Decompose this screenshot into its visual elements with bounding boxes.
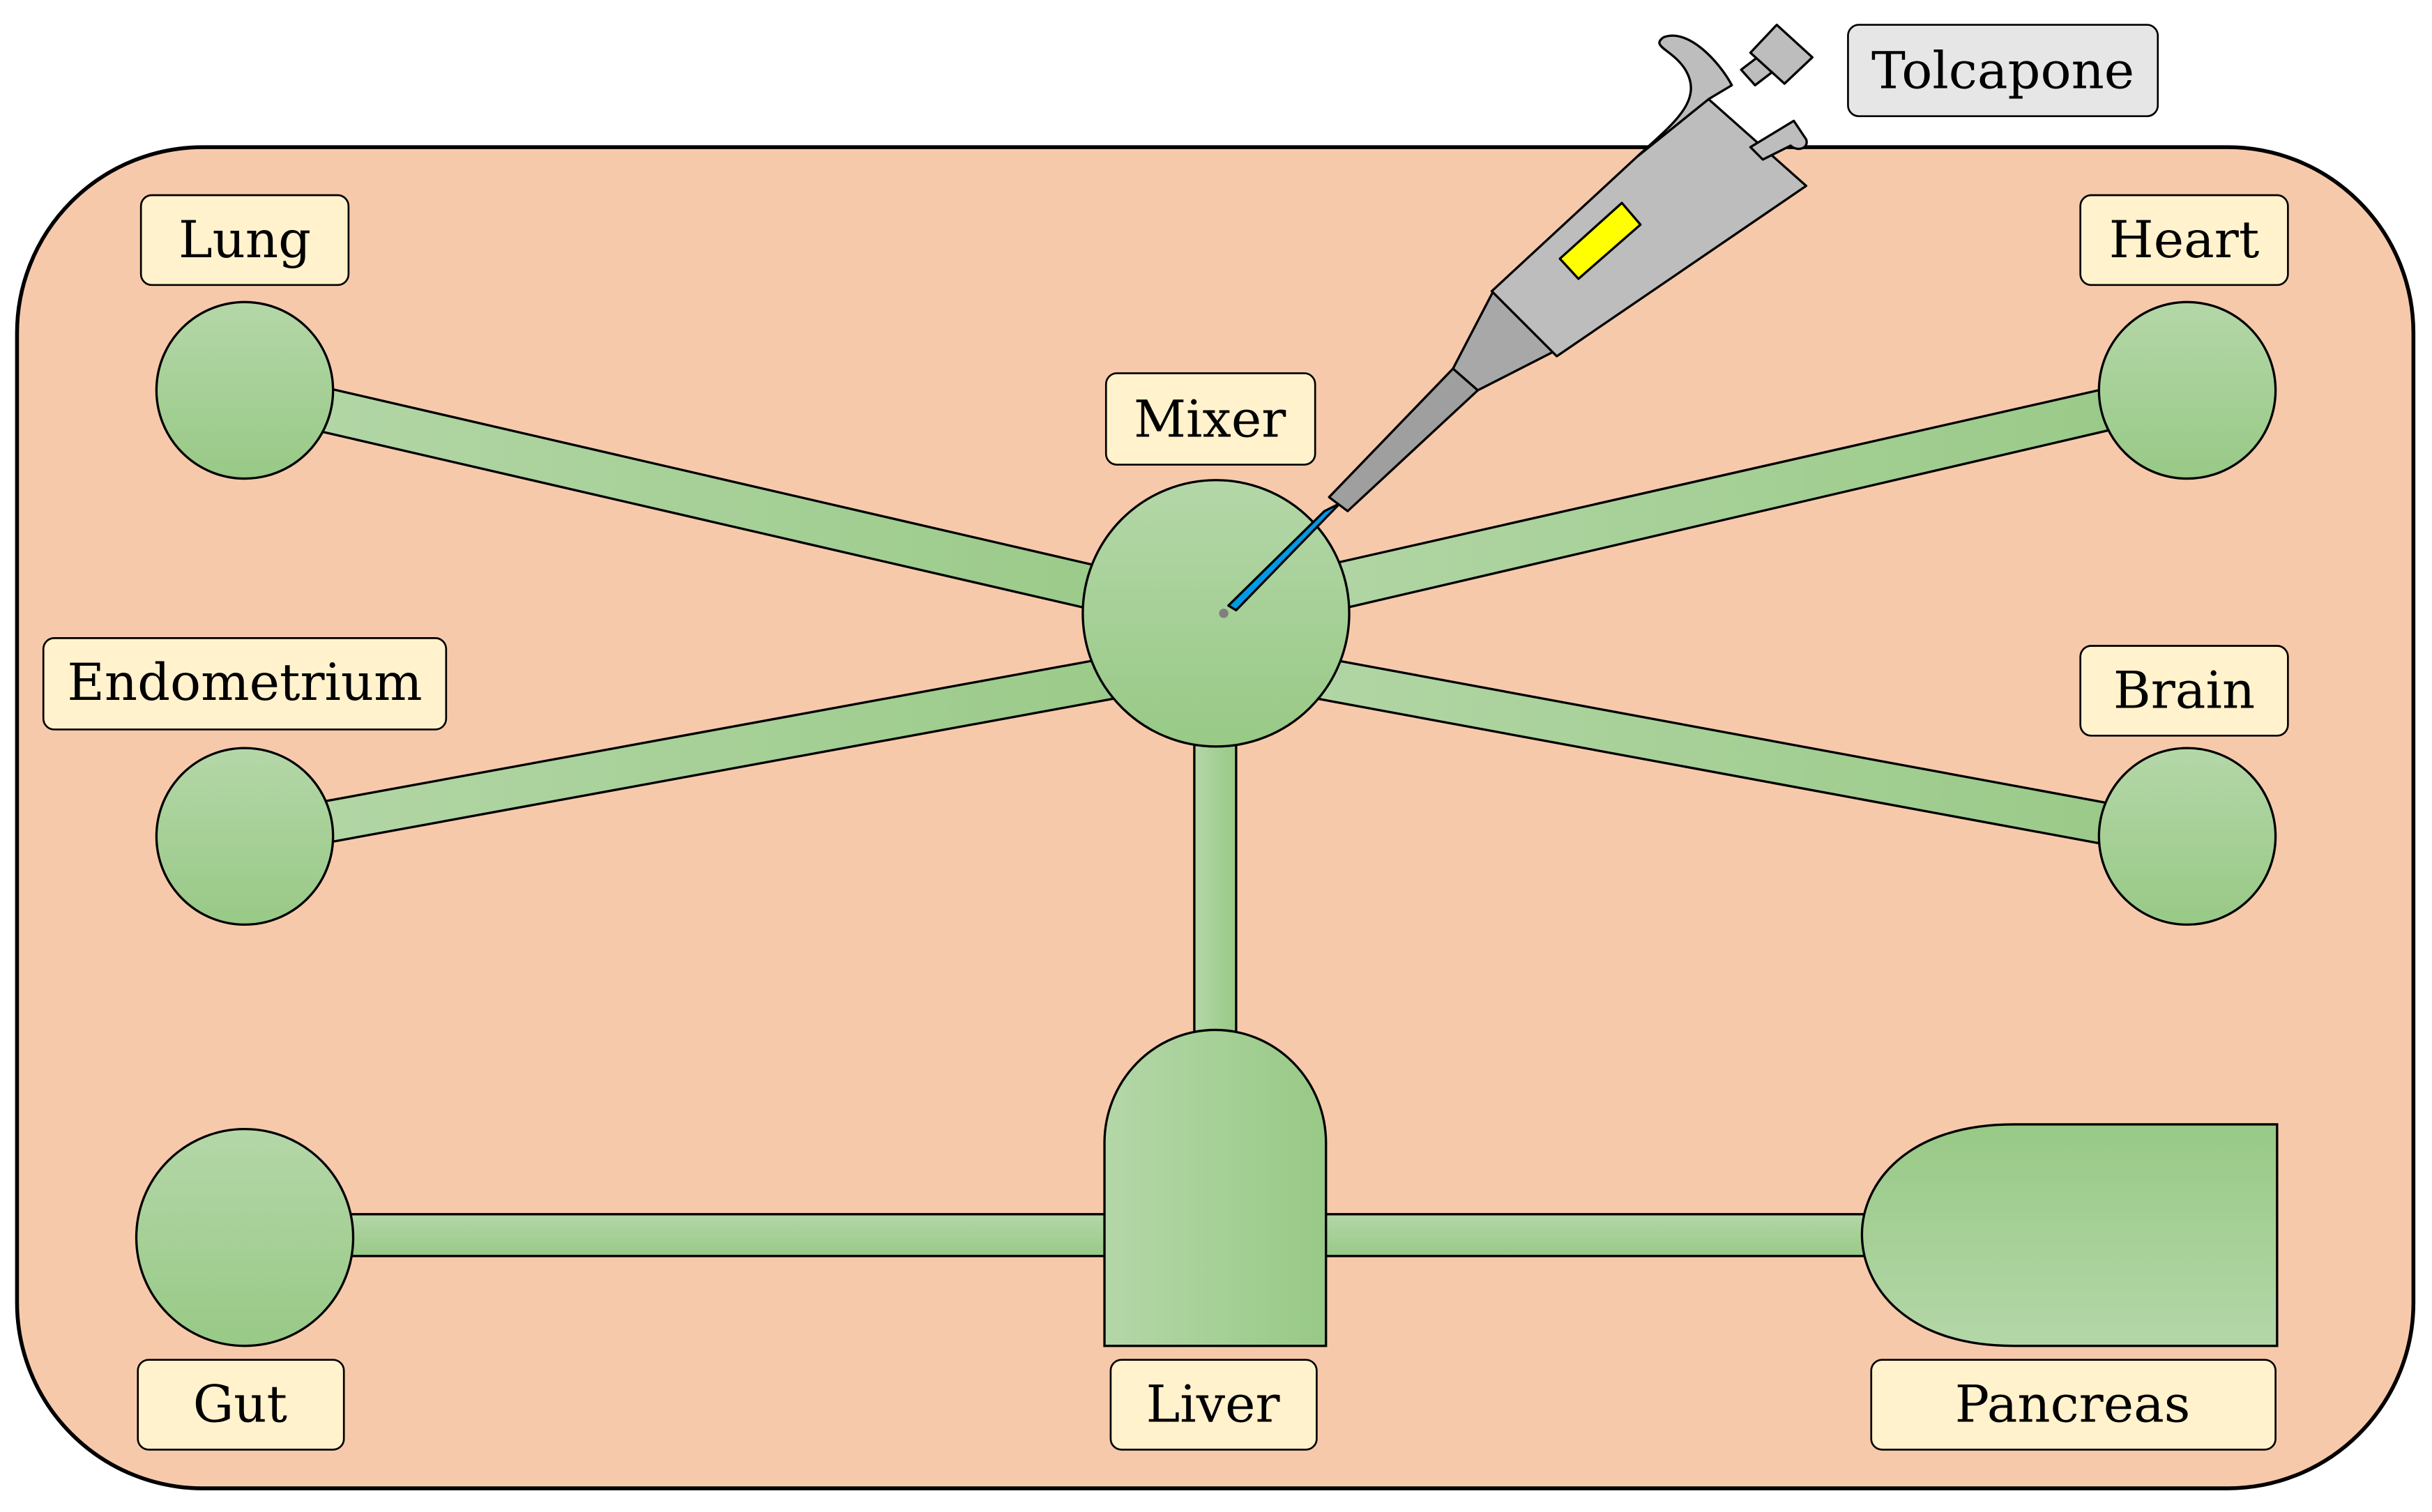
liver-label-text: Liver — [1146, 1375, 1281, 1435]
heart-label: Heart — [2079, 194, 2289, 287]
chambers — [135, 300, 2279, 1347]
pipette-plunger-cap — [1749, 23, 1814, 85]
pipette-display-window — [1558, 201, 1642, 280]
labels: Tolcapone Mixer Lung Endometrium Heart B… — [42, 24, 2289, 1451]
pancreas-label: Pancreas — [1870, 1359, 2277, 1451]
lung-label-text: Lung — [178, 211, 311, 270]
pancreas-label-text: Pancreas — [1955, 1375, 2191, 1435]
channel-liver-pancreas — [1318, 1213, 1873, 1258]
gut-label: Gut — [137, 1359, 345, 1451]
brain-label-text: Brain — [2113, 661, 2255, 720]
pipette-tip — [1227, 502, 1342, 612]
pancreas-chamber — [1860, 1123, 2279, 1347]
gut-label-text: Gut — [193, 1375, 287, 1435]
mixer-label: Mixer — [1104, 372, 1316, 466]
brain-label: Brain — [2079, 645, 2289, 737]
endometrium-chamber — [155, 747, 335, 926]
heart-label-text: Heart — [2109, 211, 2260, 270]
liver-chamber — [1103, 1028, 1328, 1347]
channel-gut-liver — [243, 1213, 1114, 1258]
lung-label: Lung — [139, 194, 350, 287]
pipette-ejector — [1749, 119, 1808, 161]
mixer-label-text: Mixer — [1134, 390, 1286, 450]
pipette-finger-hook — [1636, 34, 1733, 158]
liver-label: Liver — [1109, 1359, 1318, 1451]
tolcapone-label-text: Tolcapone — [1871, 42, 2134, 101]
mixer-chamber — [1081, 479, 1351, 748]
pipette-drop — [1219, 609, 1229, 618]
endometrium-label: Endometrium — [42, 637, 448, 731]
endometrium-label-text: Endometrium — [67, 653, 422, 712]
pipette-icon — [1227, 23, 1814, 612]
lung-chamber — [155, 300, 335, 480]
gut-chamber — [135, 1127, 355, 1347]
tolcapone-label: Tolcapone — [1847, 24, 2159, 118]
heart-chamber — [2097, 300, 2277, 480]
brain-chamber — [2097, 747, 2277, 926]
